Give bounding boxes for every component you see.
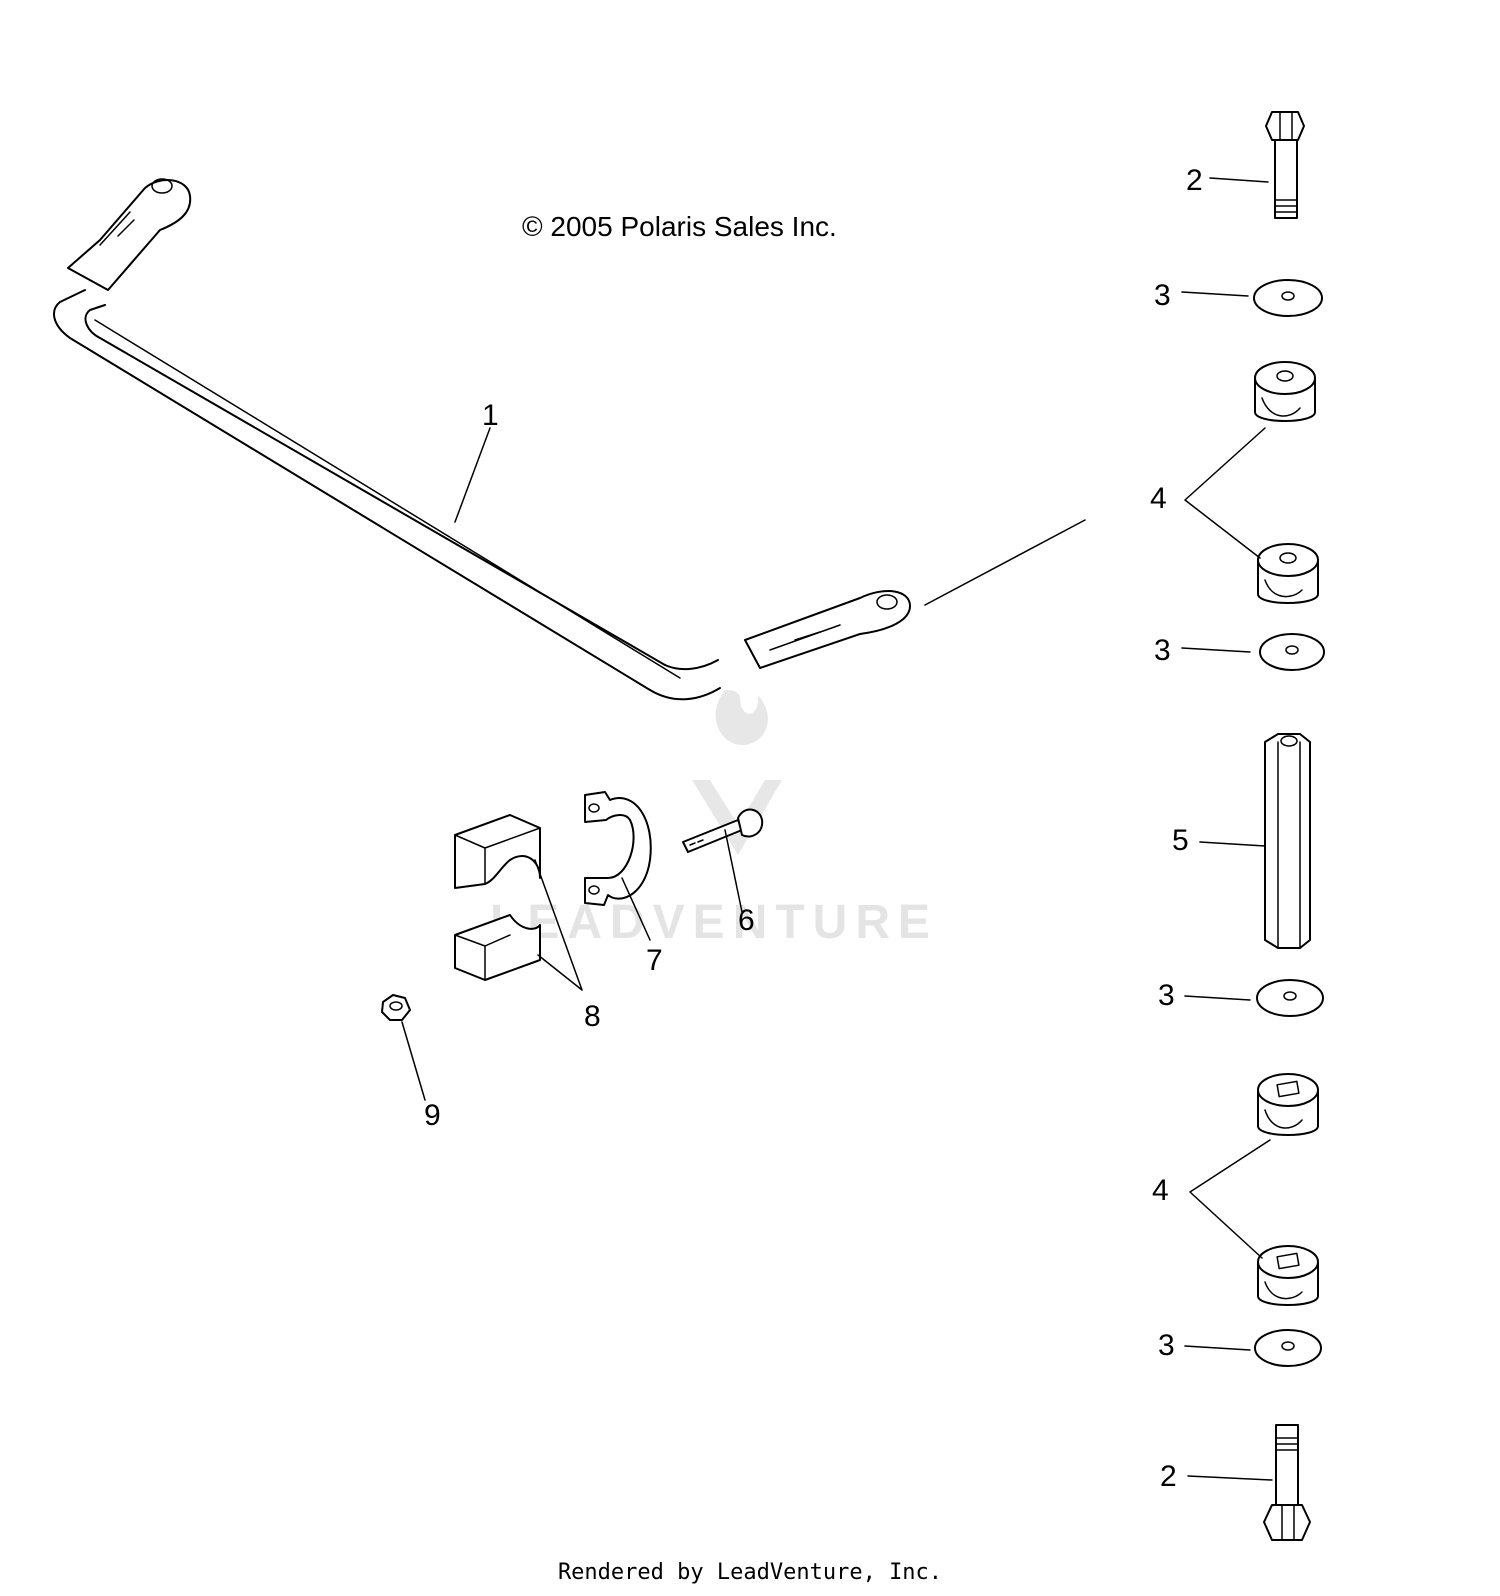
callout-2-bottom: 2 <box>1160 1460 1177 1493</box>
leadventure-watermark: LEADVENTURE <box>490 690 930 949</box>
callout-9: 9 <box>424 1099 441 1132</box>
callout-4-bottom: 4 <box>1152 1174 1169 1207</box>
washer-d <box>1184 1329 1322 1367</box>
bar-bushing-halves <box>454 814 583 991</box>
callout-3-c: 3 <box>1158 979 1175 1012</box>
washer-b <box>1181 633 1325 671</box>
washer-a <box>1181 279 1323 317</box>
bushing-pair-top <box>1184 361 1319 604</box>
copyright-text: © 2005 Polaris Sales Inc. <box>522 211 837 242</box>
callout-3-d: 3 <box>1158 1329 1175 1362</box>
bushing-pair-bottom <box>1189 1073 1319 1306</box>
bolt-angled <box>682 808 764 913</box>
footer-rendered-by: Rendered by LeadVenture, Inc. <box>557 1560 943 1585</box>
flange-nut <box>381 994 426 1101</box>
callout-4-top: 4 <box>1150 482 1167 515</box>
callout-8: 8 <box>584 1000 601 1033</box>
callout-3-a: 3 <box>1154 279 1171 312</box>
callout-7: 7 <box>646 944 663 977</box>
clamp <box>584 791 652 941</box>
callout-6: 6 <box>738 904 755 937</box>
bolt-top <box>1209 111 1305 219</box>
bolt-bottom <box>1187 1424 1311 1541</box>
washer-c <box>1184 979 1324 1017</box>
callout-3-b: 3 <box>1154 634 1171 667</box>
stabilizer-bar <box>53 178 1086 701</box>
callout-5: 5 <box>1172 824 1189 857</box>
callout-1: 1 <box>482 399 499 432</box>
callout-2-top: 2 <box>1186 164 1203 197</box>
hex-spacer <box>1199 733 1311 949</box>
